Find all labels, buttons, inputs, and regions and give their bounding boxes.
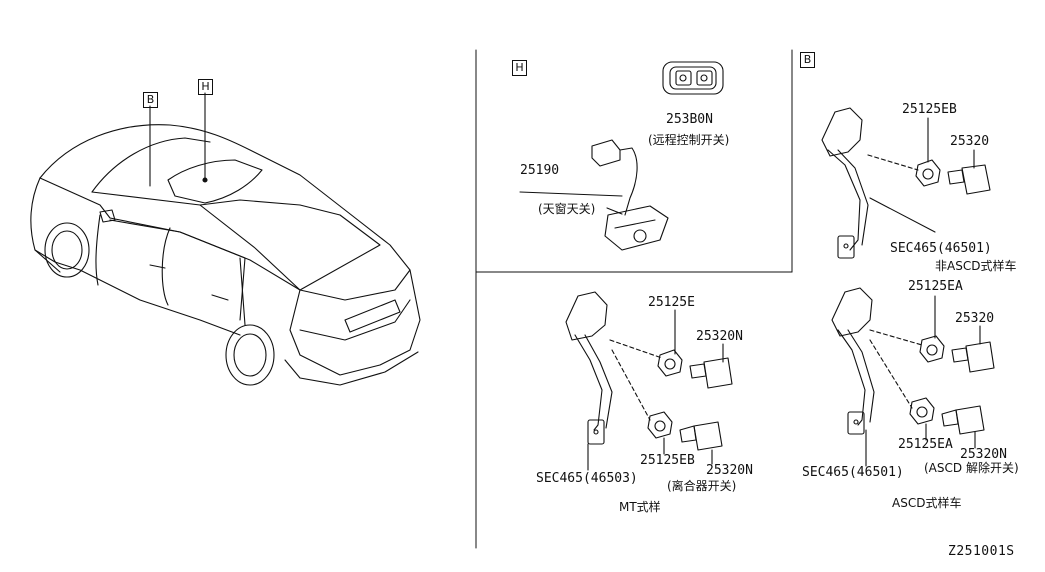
section-note-b: 非ASCD式样车 [935, 259, 1017, 273]
view-callout-b: B [143, 92, 158, 108]
part-number-b-25125eb: 25125EB [902, 102, 957, 117]
part-number-mt-lower-25125eb: 25125EB [640, 453, 695, 468]
part-number-ascd-25320: 25320 [955, 311, 995, 326]
remote-switch-drawing [662, 61, 724, 95]
part-number-b-25320: 25320 [950, 134, 990, 149]
part-number-remote-switch: 253B0N [666, 112, 713, 127]
part-number-mt-25125e: 25125E [648, 295, 695, 310]
caption-mt: MT式样 [619, 500, 661, 514]
part-number-sunroof-switch: 25190 [520, 163, 560, 178]
clutch-pedal-drawing-mt [565, 291, 733, 471]
panel-label-h: H [512, 60, 527, 76]
part-number-ascd-25125ea: 25125EA [908, 279, 963, 294]
drawing-code: Z251001S [948, 544, 1015, 559]
car-illustration [30, 92, 421, 386]
panel-label-b: B [800, 52, 815, 68]
part-number-ascd-lower-25320n: 25320N [960, 447, 1007, 462]
brake-pedal-drawing-ascd [831, 287, 995, 467]
part-name-ascd-cancel-switch: (ASCD 解除开关) [924, 461, 1019, 475]
view-callout-h: H [198, 79, 213, 95]
section-ref-mt: SEC465(46503) [536, 471, 638, 486]
panel-dividers [475, 49, 793, 549]
section-ref-ascd: SEC465(46501) [802, 465, 904, 480]
sunroof-switch-drawing [519, 139, 669, 251]
part-number-mt-lower-25320n: 25320N [706, 463, 753, 478]
caption-ascd: ASCD式样车 [892, 496, 962, 510]
part-name-sunroof-switch: (天窗天关) [538, 202, 596, 216]
part-name-remote-switch: (远程控制开关) [648, 133, 730, 147]
part-number-mt-25320n: 25320N [696, 329, 743, 344]
part-name-clutch-switch: (离合器开关) [667, 479, 737, 493]
part-number-ascd-lower-25125ea: 25125EA [898, 437, 953, 452]
section-ref-b: SEC465(46501) [890, 241, 992, 256]
brake-pedal-drawing-b [821, 107, 991, 259]
